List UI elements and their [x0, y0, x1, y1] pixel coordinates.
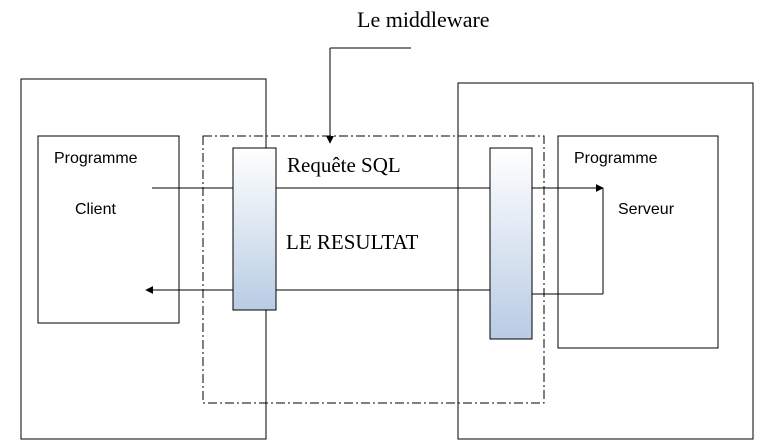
- middleware-region: [202, 135, 545, 404]
- client-program-box: [37, 135, 180, 324]
- diagram-title: Le middleware: [357, 7, 490, 32]
- server-label-programme: Programme: [574, 150, 658, 167]
- client-label-client: Client: [75, 201, 116, 218]
- client-middleware-bar: [232, 147, 277, 311]
- server-machine-box: [457, 82, 754, 440]
- server-program-box: [557, 135, 719, 349]
- server-label-serveur: Serveur: [618, 201, 675, 218]
- server-middleware-bar: [489, 147, 533, 340]
- client-label-programme: Programme: [54, 150, 138, 167]
- result-label: LE RESULTAT: [286, 230, 418, 254]
- request-label: Requête SQL: [287, 153, 401, 177]
